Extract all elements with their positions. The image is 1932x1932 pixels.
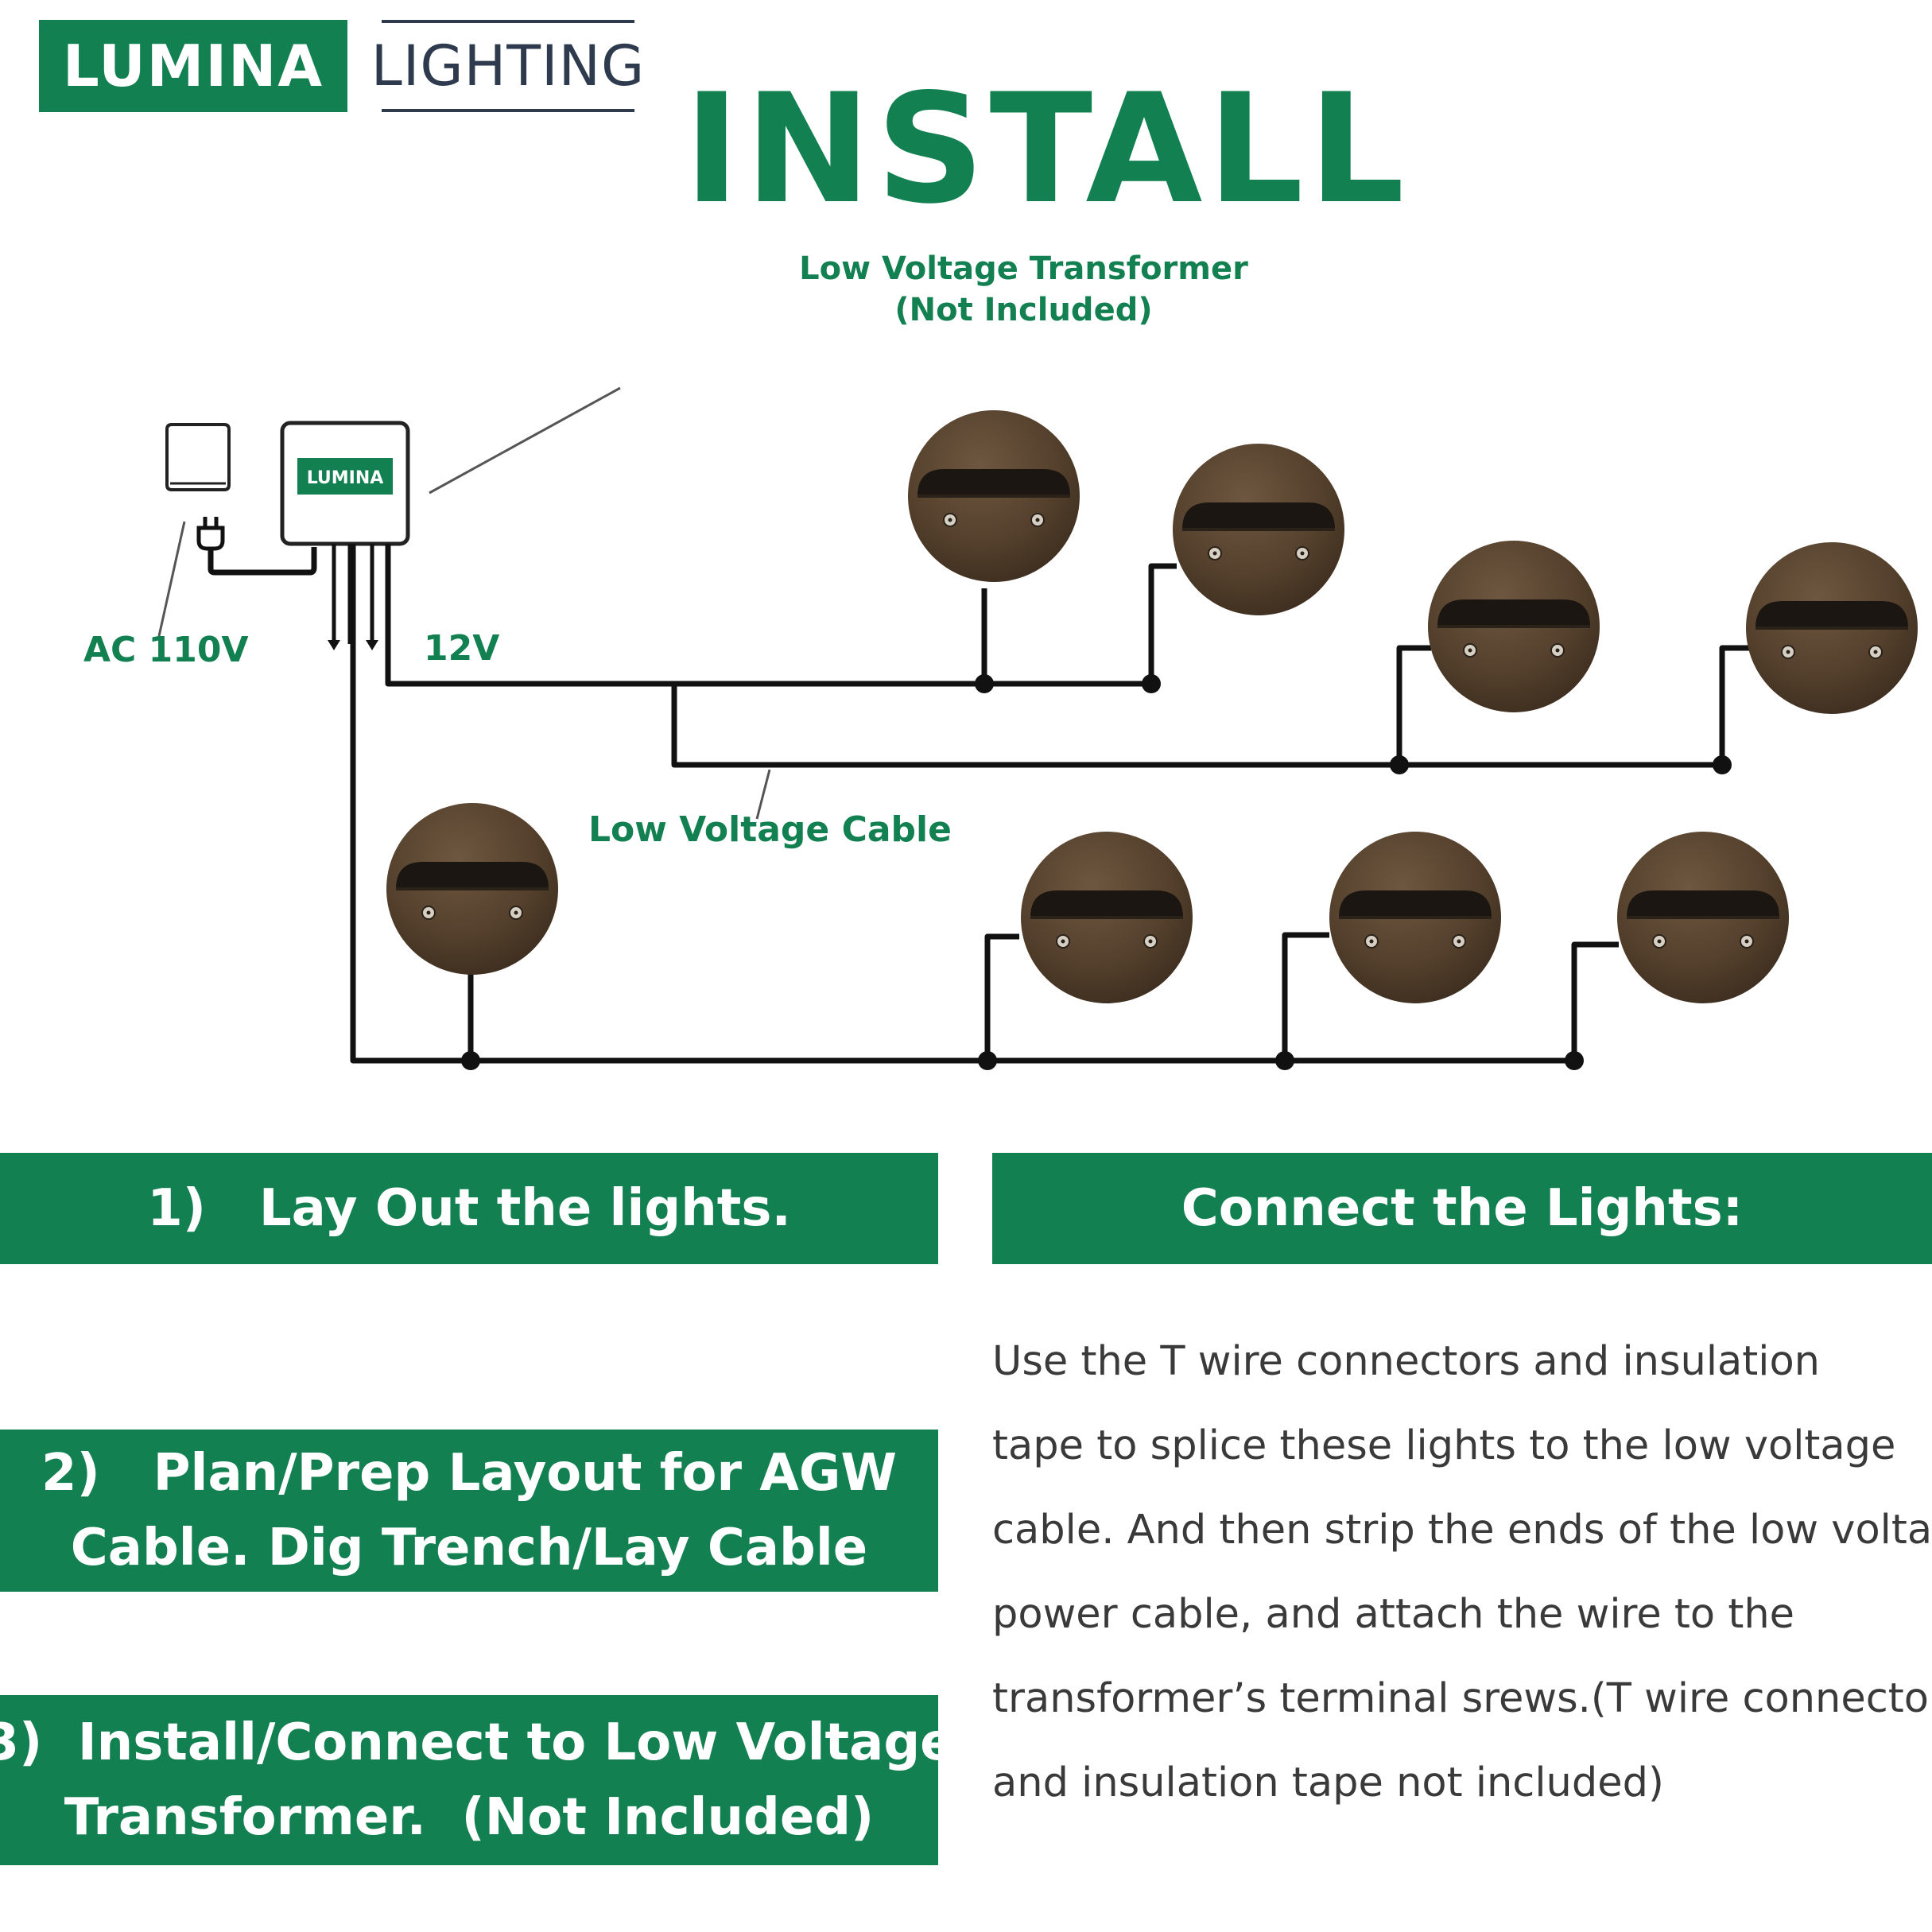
instruction-line: transformer’s terminal srews.(T wire con…: [992, 1675, 1932, 1722]
instruction-line: tape to splice these lights to the low v…: [992, 1422, 1896, 1469]
step-1-text: 1) Lay Out the lights.: [147, 1179, 791, 1238]
instruction-line: power cable, and attach the wire to the: [992, 1591, 1795, 1638]
instruction-line: and insulation tape not included): [992, 1759, 1664, 1806]
step-3-line2: Transformer. (Not Included): [64, 1788, 875, 1847]
instruction-line: Use the T wire connectors and insulation: [992, 1338, 1820, 1385]
cable-leader-line: [755, 769, 771, 820]
page-title: INSTALL: [684, 61, 1410, 237]
light-fixture: [1019, 830, 1194, 1005]
ac-leader-line: [157, 521, 186, 637]
light-fixture: [385, 801, 560, 976]
junction-dots: [461, 674, 1732, 1070]
brand-suffix: LIGHTING: [370, 33, 646, 99]
step-2-line1: 2) Plan/Prep Layout for AGW: [41, 1444, 897, 1503]
light-fixture: [1328, 830, 1503, 1005]
brand-logo: LUMINA: [39, 20, 347, 112]
low-voltage-cable: [350, 544, 1749, 1064]
transformer-label: Low Voltage Transformer (Not Included): [716, 248, 1332, 331]
transformer-box: LUMINA: [280, 421, 410, 650]
dc-voltage-label: 12V: [424, 628, 500, 669]
step-1-banner: 1) Lay Out the lights.: [0, 1153, 938, 1264]
transformer-badge: LUMINA: [307, 468, 384, 488]
light-fixture: [906, 409, 1081, 584]
transformer-label-line2: (Not Included): [894, 292, 1153, 328]
step-3-banner: 3) Install/Connect to Low Voltage Transf…: [0, 1695, 955, 1865]
light-fixture: [1744, 541, 1919, 716]
cable-label: Low Voltage Cable: [588, 809, 952, 850]
instruction-line: cable. And then strip the ends of the lo…: [992, 1507, 1932, 1554]
ac-voltage-label: AC 110V: [83, 630, 249, 670]
ac-outlet-icon: [165, 423, 231, 491]
step-3-line1: 3) Install/Connect to Low Voltage: [0, 1713, 955, 1772]
light-fixture: [1171, 442, 1346, 617]
transformer-label-line1: Low Voltage Transformer: [799, 250, 1248, 287]
brand-name: LUMINA: [62, 33, 324, 99]
connect-instructions: Use the T wire connectors and insulation…: [992, 1320, 1932, 1825]
light-fixture: [1616, 830, 1790, 1005]
plug-icon: [196, 517, 317, 576]
wiring-diagram: LUMINA: [157, 386, 1919, 1070]
brand-suffix-box: LIGHTING: [371, 20, 644, 112]
transformer-leader-line: [429, 386, 621, 495]
light-fixture: [1426, 539, 1601, 714]
connect-heading-text: Connect the Lights:: [1181, 1179, 1744, 1238]
step-2-line2: Cable. Dig Trench/Lay Cable: [70, 1519, 868, 1577]
step-2-banner: 2) Plan/Prep Layout for AGW Cable. Dig T…: [0, 1430, 938, 1592]
connect-heading: Connect the Lights:: [992, 1153, 1932, 1264]
